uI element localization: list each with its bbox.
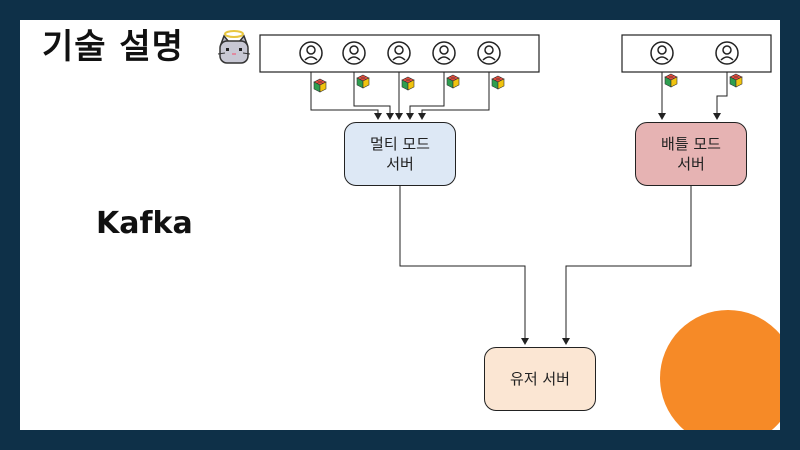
user-icon (299, 41, 323, 65)
rubiks-cube-icon (401, 76, 415, 91)
battle-to-user-arrow (562, 186, 692, 345)
decorative-orange-circle (660, 310, 780, 430)
rubiks-cube-icon (491, 75, 505, 90)
rubiks-cube-icon (664, 73, 678, 88)
multi-arrow (418, 72, 490, 120)
user-icon (715, 41, 739, 65)
user-icon (432, 41, 456, 65)
user-icon (342, 41, 366, 65)
rubiks-cube-icon (446, 74, 460, 89)
rubiks-cube-icon (729, 73, 743, 88)
slide-canvas: 기술 설명 Kafka (20, 20, 780, 430)
cat-angel-icon (217, 30, 251, 64)
battle-mode-server-box: 배틀 모드 서버 (635, 122, 747, 186)
multi-mode-server-box: 멀티 모드 서버 (344, 122, 456, 186)
slide-title: 기술 설명 (42, 27, 184, 67)
multi-to-user-arrow (399, 186, 529, 345)
multi-arrow (353, 72, 394, 120)
multi-arrow (406, 72, 445, 120)
user-server-box: 유저 서버 (484, 347, 596, 411)
battle-users-bar (621, 34, 772, 73)
battle-arrow (713, 72, 728, 120)
architecture-diagram (259, 34, 772, 345)
multi-arrow (310, 72, 382, 120)
rubiks-cube-icon (356, 74, 370, 89)
rubiks-cube-icon (313, 78, 327, 93)
kafka-label: Kafka (96, 206, 193, 241)
user-icon (477, 41, 501, 65)
user-icon (650, 41, 674, 65)
user-icon (387, 41, 411, 65)
